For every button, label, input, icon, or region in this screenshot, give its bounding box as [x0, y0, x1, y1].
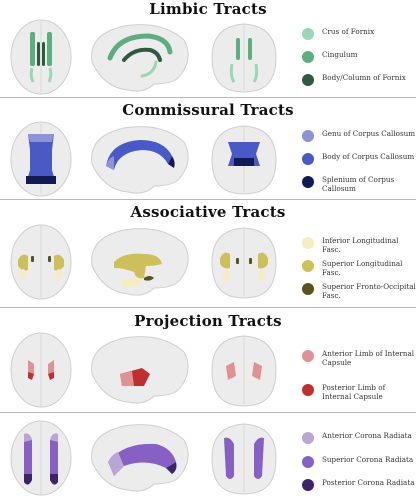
legend-label: Superior Fronto-Occipital Fasc. [322, 282, 416, 300]
legend-label: Posterior Limb of Internal Capsule [322, 383, 386, 401]
legend-swatch [302, 176, 314, 188]
divider-3 [0, 307, 416, 308]
limbic-front-view [211, 23, 277, 93]
legend-genu-of-corpus-callosum: Genu of Corpus Callosum [302, 129, 415, 142]
limbic-side-view [91, 24, 189, 92]
legend-label: Posterior Corona Radiata [322, 478, 415, 487]
legend-label: Body of Corpus Callosum [322, 152, 415, 161]
internal-capsule-top-view [10, 332, 72, 408]
legend-swatch [302, 384, 314, 396]
legend-label: Superior Corona Radiata [322, 455, 414, 464]
legend-swatch [302, 130, 314, 142]
corona-radiata-front-view [211, 423, 277, 495]
legend-label: Body/Column of Fornix [322, 73, 406, 82]
legend-inferior-longitudinal-fasc: Inferior Longitudinal Fasc. [302, 236, 416, 254]
legend-swatch [302, 456, 314, 468]
associative-title: Associative Tracts [130, 203, 286, 221]
corona-radiata-top-view [10, 420, 72, 496]
commissural-side-view [91, 126, 189, 194]
divider-2 [0, 199, 416, 200]
commissural-title: Commissural Tracts [122, 101, 294, 119]
projection-title: Projection Tracts [134, 312, 282, 330]
legend-label: Superior Longitudinal Fasc. [322, 259, 403, 277]
legend-splenium-of-corpus-callosum: Splenium of Corpus Callosum [302, 175, 416, 193]
legend-superior-fronto-occipital-fasc: Superior Fronto-Occipital Fasc. [302, 282, 416, 300]
legend-label: Cingulum [322, 50, 358, 59]
legend-swatch [302, 153, 314, 165]
legend-posterior-limb-internal-capsule: Posterior Limb of Internal Capsule [302, 383, 416, 401]
limbic-title: Limbic Tracts [149, 0, 267, 18]
associative-side-view [91, 228, 189, 296]
associative-top-view [10, 224, 72, 300]
legend-swatch [302, 28, 314, 40]
legend-swatch [302, 283, 314, 295]
legend-superior-longitudinal-fasc: Superior Longitudinal Fasc. [302, 259, 416, 277]
legend-label: Anterior Corona Radiata [322, 431, 412, 440]
associative-front-view [211, 227, 277, 299]
legend-swatch [302, 479, 314, 491]
legend-swatch [302, 432, 314, 444]
legend-label: Genu of Corpus Callosum [322, 129, 416, 138]
legend-body-column-of-fornix: Body/Column of Fornix [302, 73, 406, 86]
internal-capsule-side-view [91, 336, 189, 404]
internal-capsule-front-view [211, 335, 277, 407]
legend-label: Inferior Longitudinal Fasc. [322, 236, 399, 254]
commissural-top-view [10, 121, 72, 197]
legend-crus-of-fornix: Crus of Fornix [302, 27, 374, 40]
legend-swatch [302, 260, 314, 272]
limbic-top-view [10, 19, 72, 95]
legend-swatch [302, 74, 314, 86]
legend-label: Splenium of Corpus Callosum [322, 175, 395, 193]
corona-radiata-side-view [91, 424, 189, 492]
divider-1 [0, 97, 416, 98]
legend-label: Anterior Limb of Internal Capsule [322, 349, 415, 367]
legend-swatch [302, 350, 314, 362]
legend-superior-corona-radiata: Superior Corona Radiata [302, 455, 413, 468]
legend-anterior-corona-radiata: Anterior Corona Radiata [302, 431, 412, 444]
commissural-front-view [211, 125, 277, 195]
legend-anterior-limb-internal-capsule: Anterior Limb of Internal Capsule [302, 349, 416, 367]
legend-swatch [302, 51, 314, 63]
legend-label: Crus of Fornix [322, 27, 375, 36]
legend-swatch [302, 237, 314, 249]
legend-body-of-corpus-callosum: Body of Corpus Callosum [302, 152, 414, 165]
legend-cingulum: Cingulum [302, 50, 357, 63]
divider-4 [0, 412, 416, 413]
legend-posterior-corona-radiata: Posterior Corona Radiata [302, 478, 415, 491]
